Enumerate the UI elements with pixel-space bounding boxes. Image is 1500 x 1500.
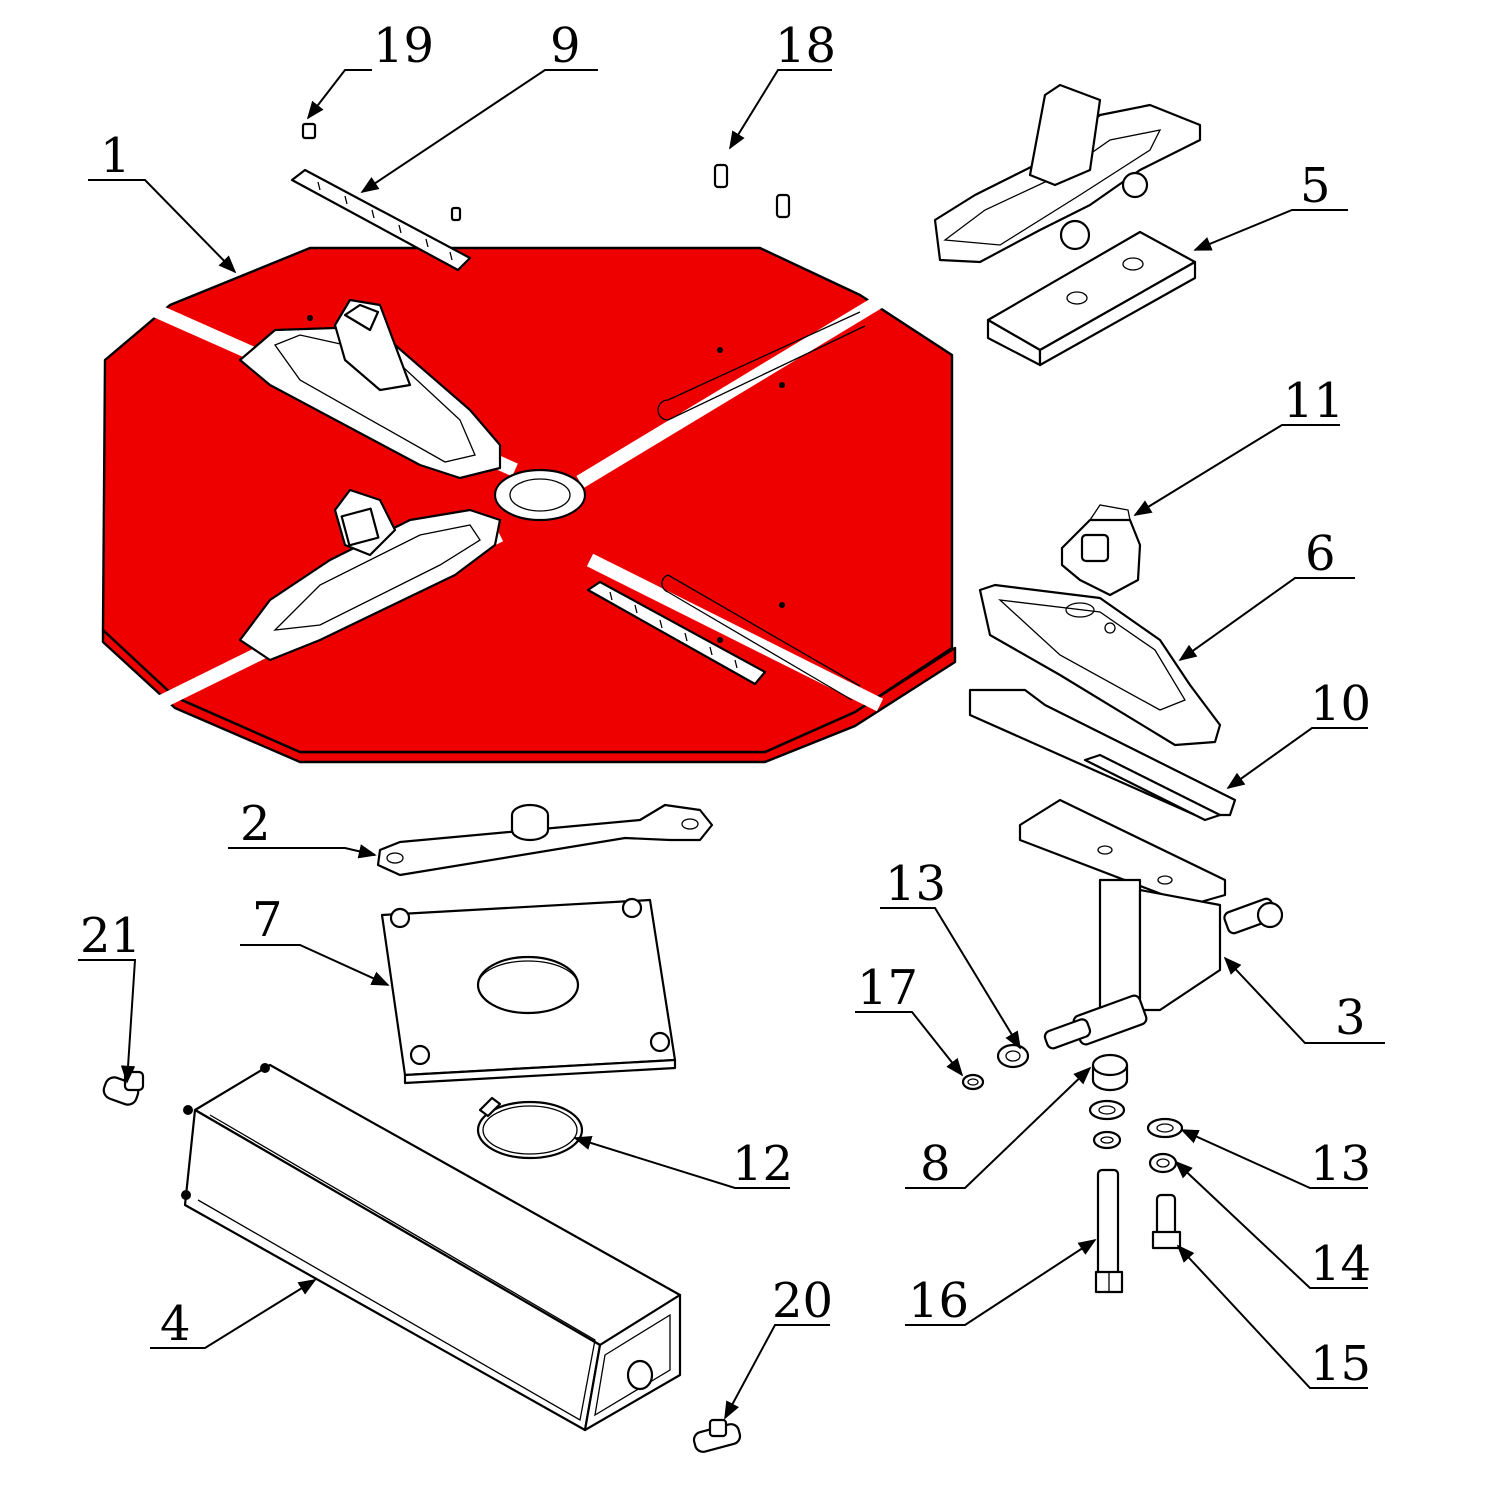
circlip-12 bbox=[476, 1096, 584, 1160]
callout-14: 14 bbox=[1310, 1236, 1371, 1292]
washer-14 bbox=[1148, 1152, 1178, 1174]
callout-18: 18 bbox=[775, 18, 836, 74]
callout-16: 16 bbox=[908, 1273, 969, 1329]
callout-5: 5 bbox=[1300, 158, 1331, 214]
leader-lines bbox=[78, 69, 1385, 1420]
link-arm-2 bbox=[376, 803, 714, 877]
slide-plate-10 bbox=[968, 688, 1237, 822]
screw-19 bbox=[301, 122, 462, 222]
jaw-body-6 bbox=[978, 583, 1222, 747]
callout-4: 4 bbox=[160, 1296, 191, 1352]
callout-17: 17 bbox=[857, 960, 918, 1016]
base-plate-7 bbox=[380, 897, 677, 1085]
callout-8: 8 bbox=[920, 1136, 951, 1192]
scale-strip bbox=[290, 168, 472, 272]
washer-13a bbox=[996, 1043, 1030, 1069]
turntable-plate bbox=[101, 246, 957, 764]
fitting-20 bbox=[692, 1418, 742, 1453]
callout-9: 9 bbox=[550, 18, 581, 74]
bolt-16 bbox=[1094, 1168, 1124, 1294]
callout-7: 7 bbox=[252, 892, 283, 948]
callout-3: 3 bbox=[1335, 990, 1366, 1046]
clamp-block-11 bbox=[1060, 504, 1142, 597]
callout-numbers: 1 2 3 4 5 6 7 8 9 10 11 12 13 13 14 15 1… bbox=[80, 18, 1371, 1392]
callout-19: 19 bbox=[373, 18, 434, 74]
washer-13b bbox=[1146, 1117, 1184, 1139]
bolt-15 bbox=[1151, 1193, 1182, 1250]
callout-10: 10 bbox=[1310, 676, 1371, 732]
callout-20: 20 bbox=[772, 1273, 833, 1329]
callout-11: 11 bbox=[1283, 373, 1344, 429]
callout-13b: 13 bbox=[1310, 1136, 1371, 1192]
callout-2: 2 bbox=[240, 796, 271, 852]
callout-15: 15 bbox=[1310, 1336, 1371, 1392]
callout-13a: 13 bbox=[885, 856, 946, 912]
callout-6: 6 bbox=[1305, 526, 1336, 582]
washer-17 bbox=[961, 1073, 985, 1091]
grub-screw-18 bbox=[713, 163, 791, 219]
jaw-on-plate-upper bbox=[238, 298, 502, 480]
callout-21: 21 bbox=[80, 908, 141, 964]
jaw-assembly-5 bbox=[933, 83, 1202, 264]
jaw-pad bbox=[986, 230, 1197, 367]
fitting-21 bbox=[102, 1070, 145, 1106]
jaw-on-plate-lower bbox=[238, 488, 502, 662]
slide-carriage-3 bbox=[1018, 798, 1284, 1050]
cylinder-4 bbox=[181, 1063, 682, 1432]
callout-1: 1 bbox=[100, 128, 131, 184]
callout-12: 12 bbox=[732, 1136, 793, 1192]
nut-8 bbox=[1088, 1053, 1129, 1150]
scale-strip-on-plate bbox=[586, 580, 767, 686]
